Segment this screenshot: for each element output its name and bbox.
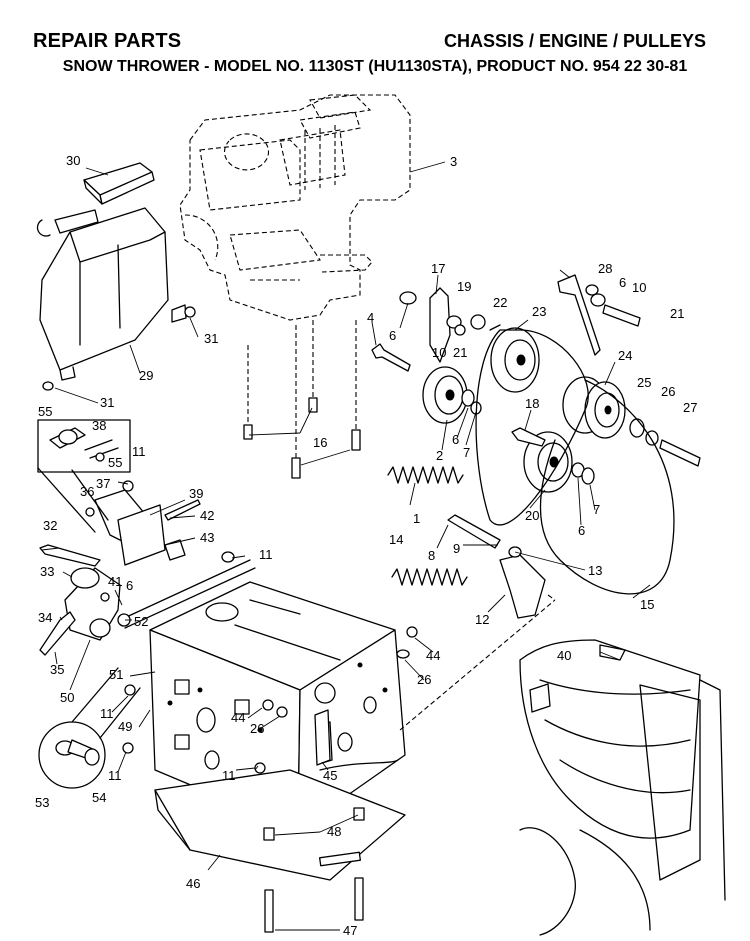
callout-35: 35 xyxy=(50,662,64,677)
model-subtitle: SNOW THROWER - MODEL NO. 1130ST (HU1130S… xyxy=(62,58,688,75)
callout-14: 14 xyxy=(389,532,403,547)
pulley-assembly xyxy=(371,274,701,619)
callout-29: 29 xyxy=(139,368,153,383)
inset-zoom-lines-top xyxy=(37,467,109,533)
callout-28: 28 xyxy=(598,261,612,276)
inset-55-38 xyxy=(37,419,131,473)
callout-13: 13 xyxy=(588,563,602,578)
inset-zoom-lines-bottom xyxy=(71,667,141,739)
shroud-handle-30 xyxy=(83,162,155,205)
axle-shaft-edge xyxy=(124,567,256,629)
callout-53: 53 xyxy=(35,795,49,810)
callout-4: 4 xyxy=(367,310,374,325)
callout-7-top: 7 xyxy=(463,445,470,460)
section-title: REPAIR PARTS xyxy=(33,30,182,52)
callout-45: 45 xyxy=(323,768,337,783)
callout-3: 3 xyxy=(450,154,457,169)
callout-31-bottom: 31 xyxy=(100,395,114,410)
callout-20: 20 xyxy=(525,508,539,523)
callout-49: 49 xyxy=(118,719,132,734)
callout-10-top: 10 xyxy=(632,280,646,295)
callout-26-left: 26 xyxy=(250,721,264,736)
callout-25: 25 xyxy=(637,375,651,390)
callout-6-top: 6 xyxy=(619,275,626,290)
callout-21-right: 21 xyxy=(670,306,684,321)
engine-outline xyxy=(179,94,411,321)
shroud-29 xyxy=(36,207,187,381)
category-title: CHASSIS / ENGINE / PULLEYS xyxy=(443,31,706,51)
callout-37: 37 xyxy=(96,476,110,491)
control-bracket xyxy=(94,489,201,566)
callout-31-top: 31 xyxy=(204,331,218,346)
callout-2: 2 xyxy=(436,448,443,463)
callout-47: 47 xyxy=(343,923,357,938)
engine-bolts-16 xyxy=(243,320,361,479)
callout-46: 46 xyxy=(186,876,200,891)
callout-32: 32 xyxy=(43,518,57,533)
callout-38: 38 xyxy=(92,418,106,433)
callout-26-right: 26 xyxy=(661,384,675,399)
callout-16: 16 xyxy=(313,435,327,450)
callout-11-right: 11 xyxy=(259,547,273,562)
callout-40: 40 xyxy=(557,648,571,663)
callout-39: 39 xyxy=(189,486,203,501)
axle-shaft xyxy=(119,559,251,621)
side-bracket xyxy=(39,544,121,656)
callout-48: 48 xyxy=(327,824,341,839)
callout-55-top: 55 xyxy=(38,404,52,419)
callout-6-pulley: 6 xyxy=(452,432,459,447)
callout-18: 18 xyxy=(525,396,539,411)
callout-1: 1 xyxy=(413,511,420,526)
bolt-47-b xyxy=(264,889,274,933)
callout-9: 9 xyxy=(453,541,460,556)
inset-53-54 xyxy=(38,721,106,789)
callout-26-mid: 26 xyxy=(417,672,431,687)
callout-6-lower: 6 xyxy=(578,523,585,538)
rod-45 xyxy=(319,759,399,771)
callout-36: 36 xyxy=(80,484,94,499)
bracket-45 xyxy=(314,709,331,766)
callout-34: 34 xyxy=(38,610,52,625)
callout-44-right: 44 xyxy=(426,648,440,663)
callout-11-top: 11 xyxy=(132,444,146,459)
impeller-housing xyxy=(399,594,726,936)
callout-52: 52 xyxy=(134,614,148,629)
callout-41: 41 xyxy=(108,574,122,589)
callout-11-left: 11 xyxy=(100,706,114,721)
callout-54: 54 xyxy=(92,790,106,805)
callout-11-lower: 11 xyxy=(108,768,122,783)
callout-43: 43 xyxy=(200,530,214,545)
callout-labels: 30 3 17 28 6 10 19 22 21 23 4 6 10 21 31… xyxy=(35,153,697,938)
callout-17: 17 xyxy=(431,261,445,276)
bottom-plate-46 xyxy=(154,769,406,881)
callout-7-bottom: 7 xyxy=(593,502,600,517)
callout-24: 24 xyxy=(618,348,632,363)
callout-33: 33 xyxy=(40,564,54,579)
callout-23: 23 xyxy=(532,304,546,319)
callout-27: 27 xyxy=(683,400,697,415)
callout-8: 8 xyxy=(428,548,435,563)
leader-lines xyxy=(41,161,651,931)
callout-19: 19 xyxy=(457,279,471,294)
callout-12: 12 xyxy=(475,612,489,627)
callout-6-bracket: 6 xyxy=(126,578,133,593)
bolt-47-a xyxy=(354,877,364,921)
callout-6-washer: 6 xyxy=(389,328,396,343)
callout-22: 22 xyxy=(493,295,507,310)
callout-11-bottom: 11 xyxy=(222,768,236,783)
callout-10: 10 xyxy=(432,345,446,360)
callout-15: 15 xyxy=(640,597,654,612)
callout-50: 50 xyxy=(60,690,74,705)
callout-42: 42 xyxy=(200,508,214,523)
callout-55-bottom: 55 xyxy=(108,455,122,470)
callout-44-left: 44 xyxy=(231,710,245,725)
callout-30: 30 xyxy=(66,153,80,168)
callout-21: 21 xyxy=(453,345,467,360)
callout-51: 51 xyxy=(109,667,123,682)
